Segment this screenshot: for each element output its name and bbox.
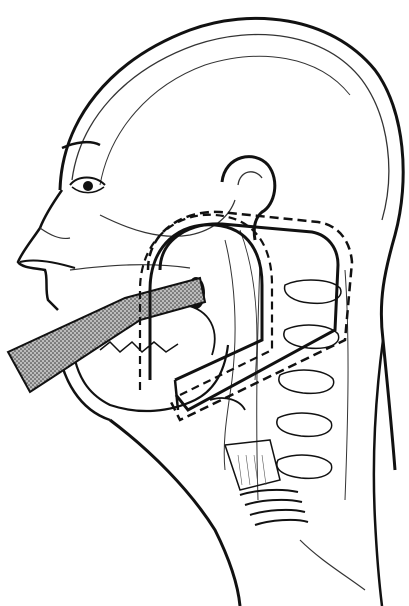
nose-line (40, 228, 70, 238)
trachea-rings (240, 490, 308, 525)
field-bottom-solid (175, 380, 178, 410)
trachea-stipple (238, 455, 266, 485)
neck-front (110, 420, 240, 606)
vertebra-c5 (277, 455, 332, 478)
bite-block (8, 278, 205, 392)
face-profile (18, 190, 62, 310)
vertebra-c2 (284, 325, 339, 348)
field-outline-solid (160, 224, 338, 410)
vertebra-c3 (279, 370, 334, 393)
thyroid-cartilage (225, 440, 280, 490)
eye-pupil (83, 181, 93, 191)
vertebra-c4 (277, 413, 332, 436)
head-outline (60, 18, 403, 470)
vertebra-c1 (285, 280, 341, 303)
shoulder-line (300, 540, 365, 590)
spinal-canal (257, 260, 260, 500)
neck-back (374, 340, 383, 606)
ear-inner (238, 172, 262, 185)
maxilla-line (100, 200, 235, 236)
skull-inner-line (72, 35, 389, 220)
palate-line (70, 265, 190, 270)
